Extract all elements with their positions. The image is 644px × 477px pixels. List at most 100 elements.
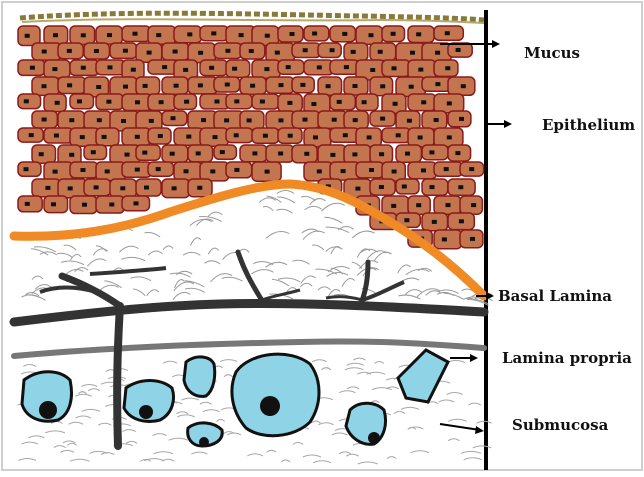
collagen-fiber [64, 245, 77, 250]
cell-nucleus [123, 85, 128, 89]
gland [398, 350, 448, 402]
cell-nucleus [344, 65, 349, 69]
cell-nucleus [326, 84, 331, 88]
cell-nucleus [53, 170, 58, 174]
submucosa-fiber [19, 459, 37, 461]
cell-nucleus [142, 151, 147, 155]
collagen-fiber [263, 207, 273, 211]
collagen-fiber [342, 279, 355, 287]
collagen-fiber [163, 246, 173, 250]
cell-nucleus [201, 118, 206, 122]
cell-nucleus [209, 66, 214, 70]
cell-nucleus [108, 65, 113, 69]
collagen-fiber [301, 276, 316, 283]
epithelial-cell [18, 162, 41, 176]
cell-nucleus [55, 101, 60, 105]
cell-nucleus [275, 51, 280, 55]
submucosa-fiber [181, 398, 199, 400]
cell-nucleus [290, 32, 295, 36]
cell-nucleus [264, 67, 269, 71]
cell-nucleus [380, 117, 385, 121]
cell-nucleus [121, 119, 126, 123]
submucosa-fiber [347, 363, 364, 365]
cell-nucleus [459, 117, 464, 121]
cell-nucleus [332, 118, 337, 122]
cell-nucleus [402, 185, 407, 189]
cell-nucleus [432, 220, 437, 224]
collagen-fiber [211, 274, 233, 282]
collagen-fiber [173, 292, 191, 299]
cell-nucleus [105, 169, 110, 173]
cell-nucleus [379, 152, 384, 156]
cell-nucleus [421, 168, 426, 172]
collagen-fiber [57, 253, 73, 257]
submucosa-fiber [162, 459, 174, 461]
cell-nucleus [405, 152, 410, 156]
cell-nucleus [67, 83, 72, 87]
submucosa-glands [22, 350, 448, 447]
cell-nucleus [351, 50, 356, 54]
cell-nucleus [260, 100, 265, 104]
cell-nucleus [77, 99, 82, 103]
cell-nucleus [391, 204, 396, 208]
collagen-fiber [170, 273, 191, 277]
cell-nucleus [211, 31, 216, 35]
collagen-fiber [303, 231, 325, 239]
cell-nucleus [429, 150, 434, 154]
submucosa-fiber [54, 446, 66, 448]
submucosa-fiber [23, 365, 36, 367]
cell-nucleus [279, 118, 284, 122]
cell-nucleus [459, 219, 464, 223]
cell-nucleus [304, 152, 309, 156]
epithelial-cell [240, 111, 264, 130]
cell-nucleus [156, 167, 161, 171]
collagen-fiber [444, 293, 464, 299]
submucosa-fiber [45, 431, 65, 433]
cell-nucleus [106, 100, 111, 104]
collagen-fiber [305, 206, 322, 210]
cell-nucleus [330, 48, 335, 52]
cell-nucleus [234, 168, 239, 172]
cell-nucleus [445, 66, 450, 70]
cell-nucleus [300, 83, 305, 87]
epithelial-cell [422, 179, 448, 195]
cell-nucleus [317, 65, 322, 69]
submucosa-fiber [408, 427, 416, 429]
collagen-fiber [61, 261, 84, 265]
collagen-fiber [398, 295, 420, 299]
epithelial-cell [252, 94, 279, 109]
cell-nucleus [447, 135, 452, 139]
cell-nucleus [147, 51, 152, 55]
cell-nucleus [156, 33, 161, 37]
cell-nucleus [30, 66, 35, 70]
cell-nucleus [391, 32, 396, 36]
collagen-fiber [71, 255, 82, 260]
cell-nucleus [107, 33, 112, 37]
cell-nucleus [171, 116, 176, 120]
cell-nucleus [198, 51, 203, 55]
collagen-fiber [406, 269, 430, 275]
cell-nucleus [447, 101, 452, 105]
epithelial-cell [278, 60, 304, 74]
collagen-fiber [326, 273, 348, 277]
cell-nucleus [198, 83, 203, 87]
cell-nucleus [184, 169, 189, 173]
collagen-fiber [183, 252, 200, 255]
epithelial-cell [32, 145, 56, 163]
submucosa-fiber [153, 452, 173, 454]
cell-nucleus [172, 186, 177, 190]
cell-nucleus [187, 32, 192, 36]
cell-nucleus [418, 136, 423, 140]
cell-nucleus [355, 187, 360, 191]
label-mucus: Mucus [524, 44, 580, 62]
cell-nucleus [410, 51, 415, 55]
cell-nucleus [470, 237, 475, 241]
collagen-fiber [352, 262, 362, 268]
cell-nucleus [247, 118, 252, 122]
cell-nucleus [81, 168, 86, 172]
submucosa-fiber [169, 438, 188, 440]
submucosa-fiber [200, 402, 212, 404]
submucosa-fiber [69, 422, 84, 424]
submucosa-fiber [247, 454, 263, 456]
submucosa-fiber [313, 461, 331, 463]
